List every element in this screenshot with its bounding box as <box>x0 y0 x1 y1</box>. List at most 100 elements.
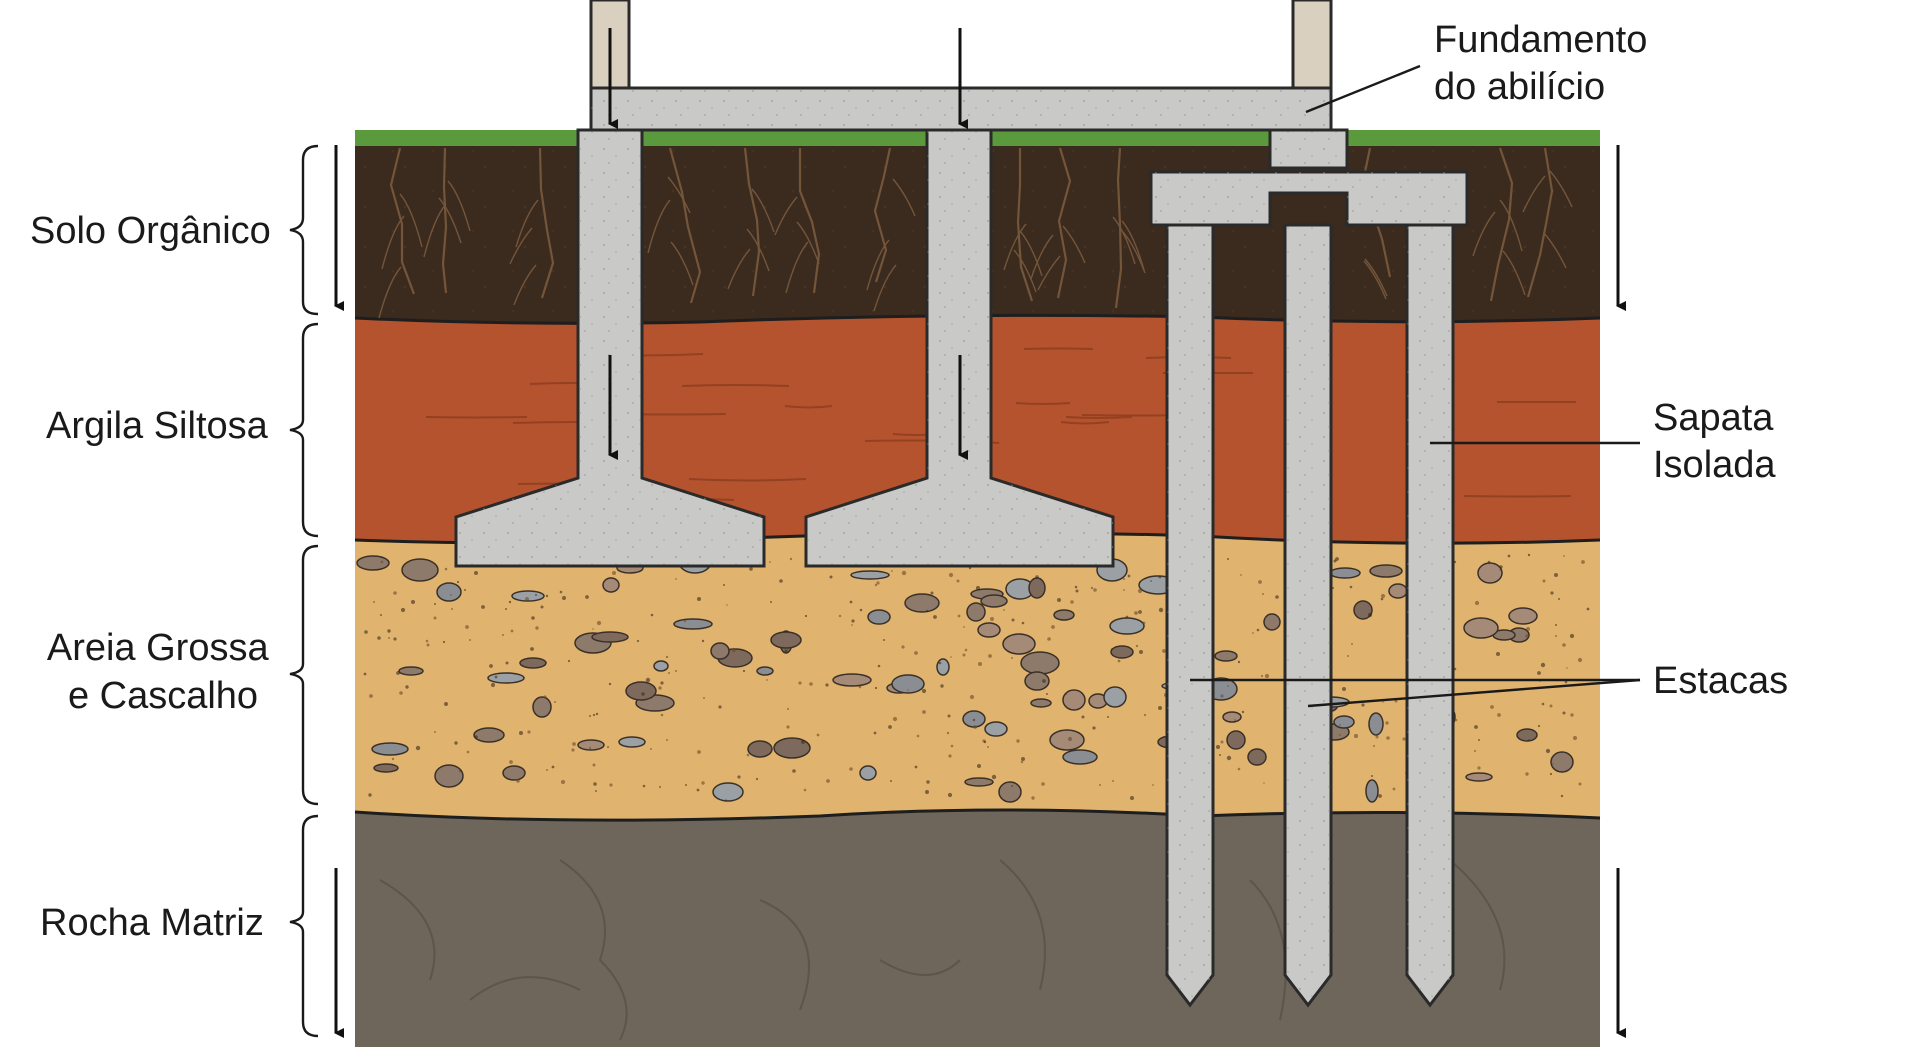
sand-grain <box>636 639 640 643</box>
sand-grain <box>399 691 403 695</box>
gravel-pebble <box>1388 583 1408 599</box>
sand-grain <box>1099 784 1101 786</box>
sand-grain <box>1216 745 1220 749</box>
sand-grain <box>1380 597 1384 601</box>
gravel-pebble <box>1365 779 1379 803</box>
sand-grain <box>1021 757 1025 761</box>
sand-grain <box>660 681 664 685</box>
gravel-pebble <box>1329 567 1361 579</box>
sand-grain <box>890 780 892 782</box>
sand-grain <box>1349 585 1353 589</box>
sand-grain <box>969 694 975 700</box>
sand-grain <box>1392 787 1396 791</box>
sand-grain <box>363 672 367 676</box>
sand-grain <box>803 788 807 792</box>
sand-grain <box>525 597 529 601</box>
sand-grain <box>975 585 981 591</box>
clay-stroke <box>1065 416 1133 419</box>
sand-grain <box>391 757 395 761</box>
root-branch <box>447 180 471 232</box>
sand-grain <box>666 739 668 741</box>
sand-grain <box>1125 615 1129 619</box>
sand-grain <box>464 589 466 591</box>
root-branch <box>746 228 770 272</box>
sand-grain <box>1552 763 1554 765</box>
sand-grain <box>957 614 961 618</box>
root-branch <box>1037 255 1061 291</box>
sand-grain <box>1042 679 1046 683</box>
sand-grain <box>947 792 953 798</box>
wall-right <box>1291 0 1333 92</box>
sand-grain <box>851 619 855 623</box>
brace-icon <box>289 144 319 316</box>
gravel-pebble <box>511 590 545 602</box>
gravel-pebble <box>602 577 620 593</box>
gravel-pebble <box>371 742 409 756</box>
gravel-pebble <box>1103 686 1127 708</box>
root-branch <box>1003 223 1027 271</box>
sand-grain <box>1454 718 1458 722</box>
sand-grain <box>991 774 997 780</box>
sand-grain <box>658 686 662 690</box>
label-rock: Rocha Matriz <box>40 902 264 944</box>
sand-grain <box>804 614 808 618</box>
sand-grain <box>1361 703 1365 707</box>
root-branch <box>438 197 462 244</box>
sand-grain <box>921 688 927 694</box>
label-organic: Solo Orgânico <box>30 210 271 252</box>
sand-grain <box>1496 652 1500 656</box>
sand-grain <box>1258 580 1262 584</box>
sand-grain <box>1386 736 1390 740</box>
sand-grain <box>933 615 937 619</box>
sand-grain <box>469 639 471 641</box>
gravel-pebble <box>519 657 547 669</box>
sand-grain <box>1260 674 1264 678</box>
sand-grain <box>972 718 976 722</box>
root-branch <box>1522 175 1546 213</box>
sand-grain <box>1581 560 1585 564</box>
sand-grain <box>1558 598 1560 600</box>
sand-grain <box>849 600 853 604</box>
sand-grain <box>1234 719 1236 721</box>
sand-grain <box>742 669 746 673</box>
gravel-pebble <box>532 696 552 718</box>
gravel-pebble <box>904 593 940 613</box>
sand-grain <box>789 557 793 561</box>
sand-grain <box>530 647 534 651</box>
sand-grain <box>809 682 813 686</box>
gravel-pebble <box>832 673 872 687</box>
gravel-pebble <box>984 721 1008 737</box>
sand-grain <box>1081 715 1085 719</box>
root-branch <box>513 264 537 306</box>
sand-grain <box>1158 575 1162 579</box>
sand-grain <box>1142 621 1146 625</box>
sand-grain <box>1237 767 1241 771</box>
gravel-pebble <box>625 681 657 701</box>
callout-footing: Sapata Isolada <box>1653 397 1784 486</box>
sand-grain <box>926 780 930 784</box>
root-branch <box>378 266 402 319</box>
sand-grain <box>697 750 701 754</box>
clay-stroke <box>1023 347 1094 350</box>
sand-grain <box>726 604 728 606</box>
sand-grain <box>873 731 877 735</box>
sand-grain <box>816 733 820 737</box>
root-branch <box>1019 230 1043 277</box>
sand-grain <box>838 614 842 618</box>
sand-grain <box>645 677 651 683</box>
root <box>743 147 761 297</box>
gravel-pebble <box>1109 617 1145 635</box>
sand-grain <box>1373 745 1375 747</box>
root-branch <box>866 239 890 291</box>
sand-grain <box>769 561 771 563</box>
sand-grain <box>1035 575 1039 579</box>
sand-grain <box>1342 687 1346 691</box>
sand-grain <box>877 664 881 668</box>
sand-grain <box>1564 680 1568 684</box>
sand-grain <box>1555 635 1557 637</box>
sand-grain <box>1527 553 1531 557</box>
clay-stroke <box>1015 402 1071 405</box>
sand-grain <box>787 708 789 710</box>
sand-grain <box>916 734 920 738</box>
sand-grain <box>825 683 829 687</box>
